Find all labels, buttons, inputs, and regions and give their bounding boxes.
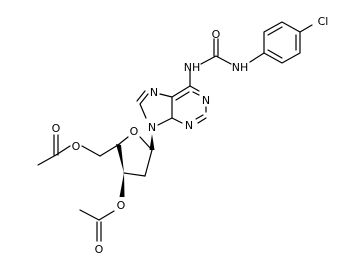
bond-c6-n1 [189,85,200,92]
bond-n9-c4 [157,117,173,126]
bond-c4prime-o [117,136,129,146]
atom-n7: N [150,86,158,99]
bond-nh-to-phenyl [249,52,265,63]
phenyl-inner-double-bonds [267,26,297,59]
bond-o-c1prime [139,136,153,151]
bond-c2-n3 [195,114,207,124]
bond-c5-c6 [171,85,191,98]
bond-n3-c4 [171,117,183,124]
bond-c1prime-c2prime [144,149,153,177]
bond-urea-nh-left [200,55,217,65]
bond-acyl5-carbonyl [53,134,59,156]
bond-acyl3-carbonyl [96,221,102,242]
atom-o-ester3: O [117,199,126,212]
atom-nh-right: NH [232,61,249,74]
phenyl-ring [263,21,301,64]
atom-n3: N [185,119,193,132]
atom-o-ring: O [130,125,139,138]
bond-n7-c8 [136,90,149,105]
atom-o-urea: O [212,28,221,41]
bond-c5-c6-double [175,91,190,101]
bond-c2prime-c3prime [123,172,146,177]
bonds [37,21,313,242]
bond-c6-n1-double [192,91,200,96]
atom-o-carbonyl3: O [95,243,104,256]
bond-c5-n7 [159,93,173,98]
bond-o-acyl3 [98,210,115,221]
bond-phenyl-cl [299,24,313,33]
wedge-c3prime-c4prime [116,144,124,173]
atom-o-ester5: O [72,140,81,153]
atom-nh-left: NH [184,61,201,74]
bond-acyl3-methyl [79,209,100,221]
atom-labels: O NH NH Cl N N N N O O O O O [52,15,329,256]
atom-o-carbonyl5: O [52,122,61,135]
atom-n9: N [148,121,156,134]
bond-acyl5-methyl [37,154,57,166]
bond-c5prime-o [81,145,101,157]
bond-urea-carbonyl [213,38,219,57]
atom-n1: N [202,94,210,107]
bond-c8-n9 [139,103,147,119]
wedge-c3prime-o [119,173,125,197]
bond-urea-nh-right [215,55,232,65]
wedge-n9-c1prime [149,134,155,150]
bond-c4prime-c5prime [99,144,119,157]
atom-cl: Cl [318,15,329,28]
